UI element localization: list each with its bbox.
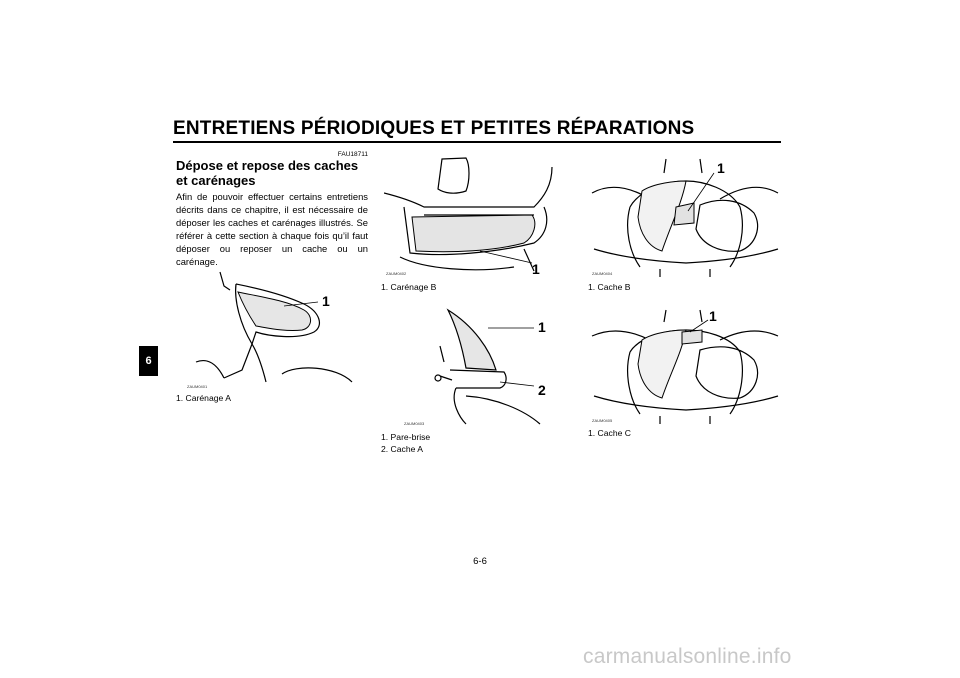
page-number: 6-6 bbox=[473, 556, 487, 567]
figure-code: ZAUM0401 bbox=[187, 384, 208, 389]
chapter-tab: 6 bbox=[139, 346, 158, 376]
watermark[interactable]: carmanualsonline.info bbox=[583, 645, 792, 668]
figure-fairing-b: ZAUM0402 1 bbox=[383, 157, 554, 279]
figure-cover-b: ZAUM0404 1 bbox=[590, 153, 782, 279]
section-code: FAU18711 bbox=[337, 151, 368, 158]
figure-code: ZAUM0403 bbox=[404, 421, 425, 426]
section-body: Afin de pouvoir effectuer certains entre… bbox=[176, 191, 368, 268]
figure-fairing-a: ZAUM0401 1 bbox=[186, 270, 356, 390]
callout-2: 2 bbox=[538, 382, 546, 398]
section-title: Dépose et repose des caches et carénages bbox=[176, 158, 359, 188]
figure-code: ZAUM0402 bbox=[386, 271, 407, 276]
callout-1: 1 bbox=[322, 293, 330, 309]
figure-code: ZAUM0404 bbox=[592, 271, 613, 276]
callout-1: 1 bbox=[532, 261, 540, 277]
caption-windshield: 1. Pare-brise bbox=[381, 432, 431, 442]
header-rule bbox=[173, 141, 781, 143]
page-header-title: ENTRETIENS PÉRIODIQUES ET PETITES RÉPARA… bbox=[173, 118, 695, 139]
figure-windshield: ZAUM0403 1 2 bbox=[400, 306, 554, 426]
figure-cover-c: ZAUM0405 1 bbox=[590, 308, 782, 426]
figure-code: ZAUM0405 bbox=[592, 418, 613, 423]
windshield-illustration bbox=[434, 308, 541, 425]
caption-fairing-b: 1. Carénage B bbox=[381, 282, 437, 292]
fairing-b-illustration bbox=[383, 157, 553, 272]
callout-1: 1 bbox=[709, 308, 717, 324]
caption-cover-c: 1. Cache C bbox=[588, 428, 631, 438]
cover-b-illustration bbox=[591, 158, 779, 277]
cover-c-illustration bbox=[591, 309, 779, 424]
caption-cover-a: 2. Cache A bbox=[381, 444, 424, 454]
callout-1: 1 bbox=[717, 160, 725, 176]
caption-fairing-a: 1. Carénage A bbox=[176, 393, 231, 403]
fairing-a-illustration bbox=[195, 271, 353, 383]
callout-1: 1 bbox=[538, 319, 546, 335]
caption-cover-b: 1. Cache B bbox=[588, 282, 631, 292]
